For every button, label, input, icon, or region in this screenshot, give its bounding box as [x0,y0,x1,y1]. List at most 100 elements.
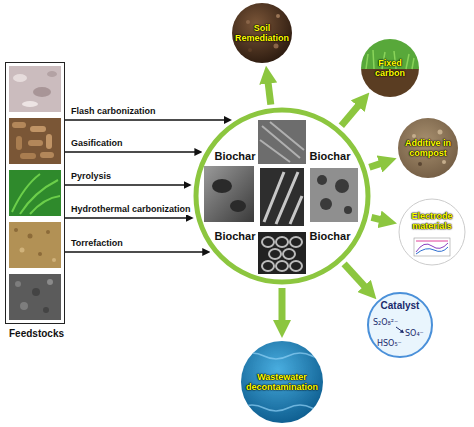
catalyst-drop [400,330,405,334]
feedstock-photos [12,122,26,128]
soil-photo [246,20,250,24]
soil-photo [232,3,292,63]
feedstock-photos [15,281,21,287]
biochar-illustration [264,172,302,224]
compost-photo [438,130,443,135]
feedstock-photos [47,279,53,285]
electrode-plot [416,247,448,254]
biochar-illustration [283,249,295,259]
biochar-illustration [260,168,304,226]
biochar-illustration [276,237,288,247]
node-label: Biochar [213,150,257,163]
compost-photo [398,118,458,178]
application-arrow [268,80,271,105]
biochar-illustration [262,261,274,271]
biochar-illustration [276,261,288,271]
biochar-illustration [212,179,232,193]
application-arrow [279,288,286,324]
biochar-illustration [310,168,358,222]
process-arrow [65,151,196,152]
electrode-plot [399,199,465,265]
electrode-plot [414,238,450,256]
application-circle: Fixed carbon [361,39,419,97]
process-label: Gasification [70,138,124,149]
process-arrow [65,217,188,218]
catalyst-circle: CatalystS₂O₈²⁻SO₄⁻HSO₅⁻ [368,293,432,357]
electrode-plot [399,199,465,265]
application-arrow [344,264,367,289]
application-arrow [369,163,383,168]
electrode-plot [416,241,448,242]
process-arrow [65,251,204,252]
group-heading: Feedstocks [9,328,89,340]
feedstock-photos [46,134,52,149]
feedstock-photos [13,74,27,82]
feedstock-photos [16,136,22,150]
catalyst-drop [368,293,432,357]
feedstock-photos [47,71,57,77]
biochar-illustration [196,110,368,282]
application-circle: Soil Remediation [232,3,292,63]
compost-photo [412,134,416,138]
soil-photo [232,3,292,63]
feedstock-photos [46,230,50,234]
feedstock-box: Feedstocks [5,62,65,324]
node-label: Catalyst [375,300,425,312]
feedstock-photos [9,66,61,112]
biochar-illustration [196,110,368,282]
feedstock-photos [20,248,25,253]
feedstock-photos [38,252,42,256]
compost-photo [398,118,458,178]
process-label: Torrefaction [70,238,124,249]
grass-photo [361,39,419,98]
feedstock-photos [22,101,38,107]
process-label: Hydrothermal carbonization [70,204,192,215]
feedstock-photos [32,288,40,296]
biochar-illustration [317,175,327,185]
application-arrow [371,217,383,220]
biochar-illustration [290,261,302,271]
water-photo [240,353,336,411]
feedstock-photos [9,222,61,268]
node-label: Additive in compost [402,138,454,159]
application-circle: Wastewater decontamination [241,341,323,423]
biochar-illustration [262,237,302,271]
process-label: Pyrolysis [70,171,112,182]
feedstock-photos [20,302,28,310]
feedstock-photos [33,87,51,97]
feedstock-photos [40,152,54,158]
feedstock-photos [12,174,60,214]
biochar-illustration [269,249,281,259]
water-photo [240,341,336,423]
biochar-illustration [230,200,246,212]
compost-photo [418,162,422,166]
catalyst-drop [396,327,403,332]
feedstock-photos [28,140,43,146]
biochar-illustration [335,179,349,193]
node-label: Electrode materials [404,211,460,232]
feedstock-photos [43,307,49,313]
soil-photo [248,48,252,52]
soil-photo [274,44,279,49]
chemical-formula: HSO₅⁻ [377,339,405,348]
process-arrow [65,119,226,120]
feedstock-photos [20,153,36,159]
biochar-circle: BiocharBiocharBiocharBiochar [194,108,370,284]
application-circle: Electrode materials [399,199,465,265]
compost-photo [442,160,446,164]
catalyst-drop [368,293,432,357]
application-circle: Additive in compost [398,118,458,178]
feedstock-photos [9,118,61,164]
water-photo [240,405,336,411]
biochar-illustration [344,206,352,214]
feedstock-photos [30,126,46,132]
biochar-illustration [258,120,306,164]
biochar-illustration [260,122,304,162]
node-label: Wastewater decontamination [245,372,319,393]
chemical-formula: S₂O₈²⁻ [373,318,401,327]
application-arrow [341,103,360,126]
biochar-illustration [204,166,254,222]
feedstock-photos [9,170,61,216]
water-photo [240,353,336,359]
feedstock-photos [28,234,33,239]
